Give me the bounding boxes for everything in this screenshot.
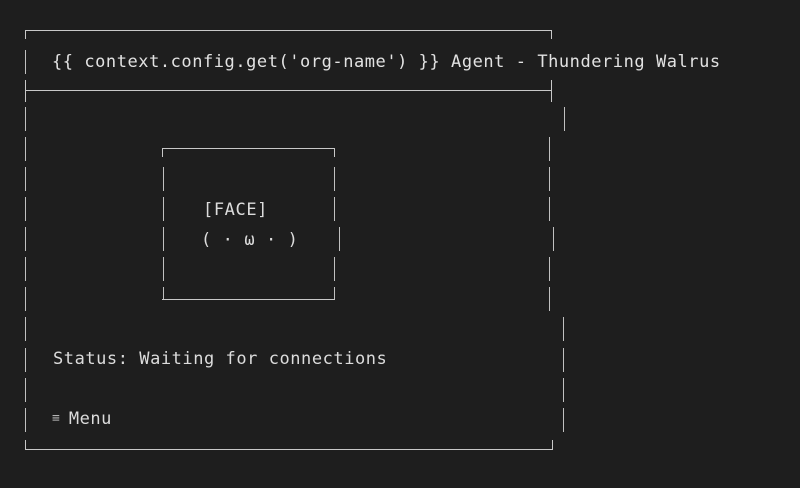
window-left-border-segment xyxy=(25,287,26,311)
face-panel-left-border-segment xyxy=(163,287,164,299)
window-top-left-corner xyxy=(25,30,26,39)
window-top-border xyxy=(25,30,552,31)
window-left-border-segment xyxy=(25,378,26,402)
window-left-border-segment xyxy=(25,50,26,74)
status-line: Status: Waiting for connections xyxy=(53,349,388,369)
window-right-border-segment xyxy=(549,287,550,311)
face-panel-left-border-segment xyxy=(163,227,164,251)
window-top-right-corner xyxy=(551,30,552,39)
face-panel-top-left-corner xyxy=(162,148,163,157)
window-right-border-segment xyxy=(553,227,554,251)
face-panel-right-border-segment xyxy=(334,287,335,299)
face-panel-left-border-segment xyxy=(163,257,164,281)
menu-button-label: Menu xyxy=(68,409,112,429)
window-right-border-segment xyxy=(549,257,550,281)
window-right-border-segment xyxy=(563,408,564,432)
title-separator-left-joint xyxy=(25,80,26,102)
face-panel-left-border-segment xyxy=(163,197,164,221)
window-bottom-right-corner xyxy=(552,440,553,450)
window-left-border-segment xyxy=(25,317,26,341)
window-left-border-segment xyxy=(25,257,26,281)
window-right-border-segment xyxy=(549,167,550,191)
face-panel-top-right-corner xyxy=(334,148,335,157)
window-right-border-segment xyxy=(563,378,564,402)
hamburger-menu-icon: ≡ xyxy=(52,411,60,426)
face-panel-top-border xyxy=(162,148,334,149)
window-right-border-segment xyxy=(549,197,550,221)
face-panel-right-border-segment xyxy=(339,227,340,251)
face-panel-left-border-segment xyxy=(163,167,164,191)
window-left-border-segment xyxy=(25,167,26,191)
window-left-border-segment xyxy=(25,227,26,251)
window-title: {{ context.config.get('org-name') }} Age… xyxy=(52,52,721,72)
face-panel-right-border-segment xyxy=(334,257,335,281)
face-panel-right-border-segment xyxy=(334,167,335,191)
window-right-border-segment xyxy=(564,107,565,131)
window-left-border-segment xyxy=(25,137,26,161)
window-right-border-segment xyxy=(549,137,550,161)
face-panel-right-border-segment xyxy=(334,197,335,221)
window-right-border-segment xyxy=(563,317,564,341)
title-separator-right-joint xyxy=(551,80,552,102)
window-bottom-left-corner xyxy=(25,440,26,450)
window-left-border-segment xyxy=(25,107,26,131)
face-panel-emoticon: ( · ω · ) xyxy=(201,230,299,250)
menu-button[interactable]: ≡ Menu xyxy=(52,410,112,428)
face-panel-label: [FACE] xyxy=(203,200,269,220)
title-separator xyxy=(25,90,552,91)
window-bottom-border xyxy=(25,449,553,450)
window-right-border-segment xyxy=(563,348,564,372)
face-panel-bottom-border xyxy=(162,299,335,300)
window-left-border-segment xyxy=(25,197,26,221)
window-left-border-segment xyxy=(25,348,26,372)
window-left-border-segment xyxy=(25,408,26,432)
